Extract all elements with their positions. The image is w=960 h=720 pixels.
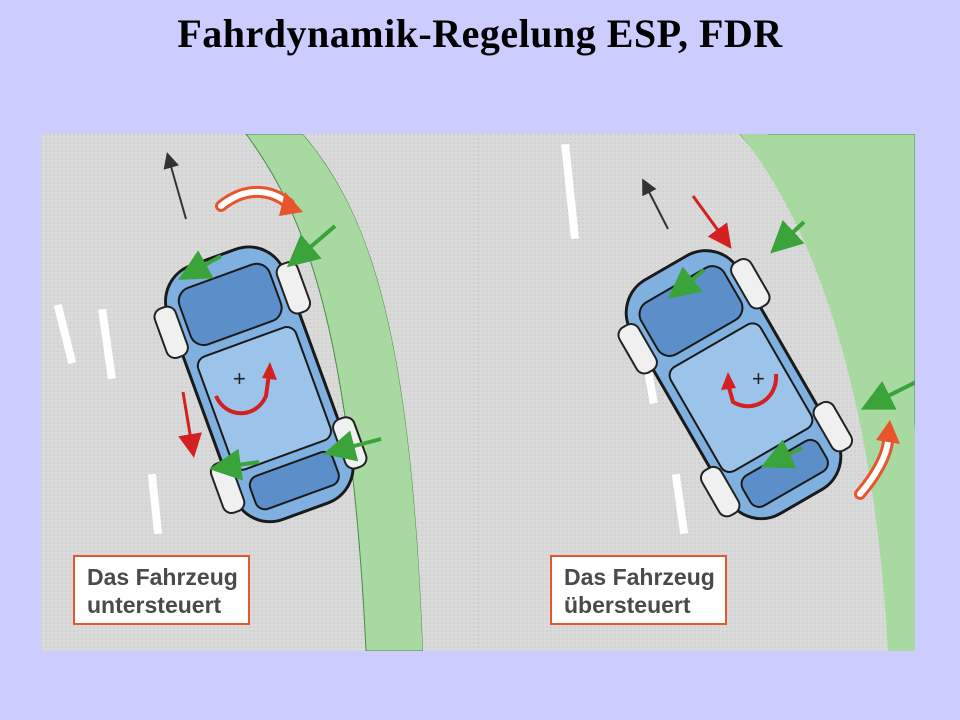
caption-line-1: Das Fahrzeug [87, 564, 238, 590]
panel-understeer: + Das Fahrzeug untersteuert [41, 134, 478, 651]
caption-line-2: übersteuert [564, 592, 691, 618]
yaw-plus: + [752, 366, 765, 391]
travel-direction-arrow [642, 178, 669, 230]
force-arrow [323, 430, 382, 462]
yaw-plus: + [233, 366, 246, 391]
outer-road [303, 134, 478, 651]
yaw-arrow [214, 373, 271, 416]
force-arrow [178, 250, 222, 280]
panel-oversteer: + Das Fahrzeug übersteuert [478, 134, 915, 651]
understeer-scene: + [41, 134, 478, 651]
brake-arrow [178, 391, 202, 458]
force-arrow [209, 448, 260, 481]
tire [617, 323, 658, 375]
force-arrow [760, 439, 803, 469]
force-arrow [667, 266, 706, 299]
caption-line-2: untersteuert [87, 592, 222, 618]
caption-oversteer: Das Fahrzeug übersteuert [550, 555, 727, 625]
tire [699, 465, 741, 518]
tire [153, 305, 189, 359]
page-title: Fahrdynamik-Regelung ESP, FDR [177, 11, 783, 56]
caption-understeer: Das Fahrzeug untersteuert [73, 555, 250, 625]
lane-markings [53, 303, 163, 535]
yaw-arrow [726, 373, 779, 409]
tire [812, 400, 854, 453]
brake-arrow [691, 195, 732, 249]
tire [275, 261, 312, 315]
oversteer-scene: + [478, 134, 915, 651]
force-arrow [286, 224, 337, 268]
tire [730, 258, 771, 310]
caption-line-1: Das Fahrzeug [564, 564, 715, 590]
travel-direction-arrow [163, 152, 187, 220]
esp-illustration: + Das Fahrzeug untersteuert [41, 134, 915, 651]
force-arrow [860, 380, 915, 410]
force-arrow [770, 219, 806, 254]
